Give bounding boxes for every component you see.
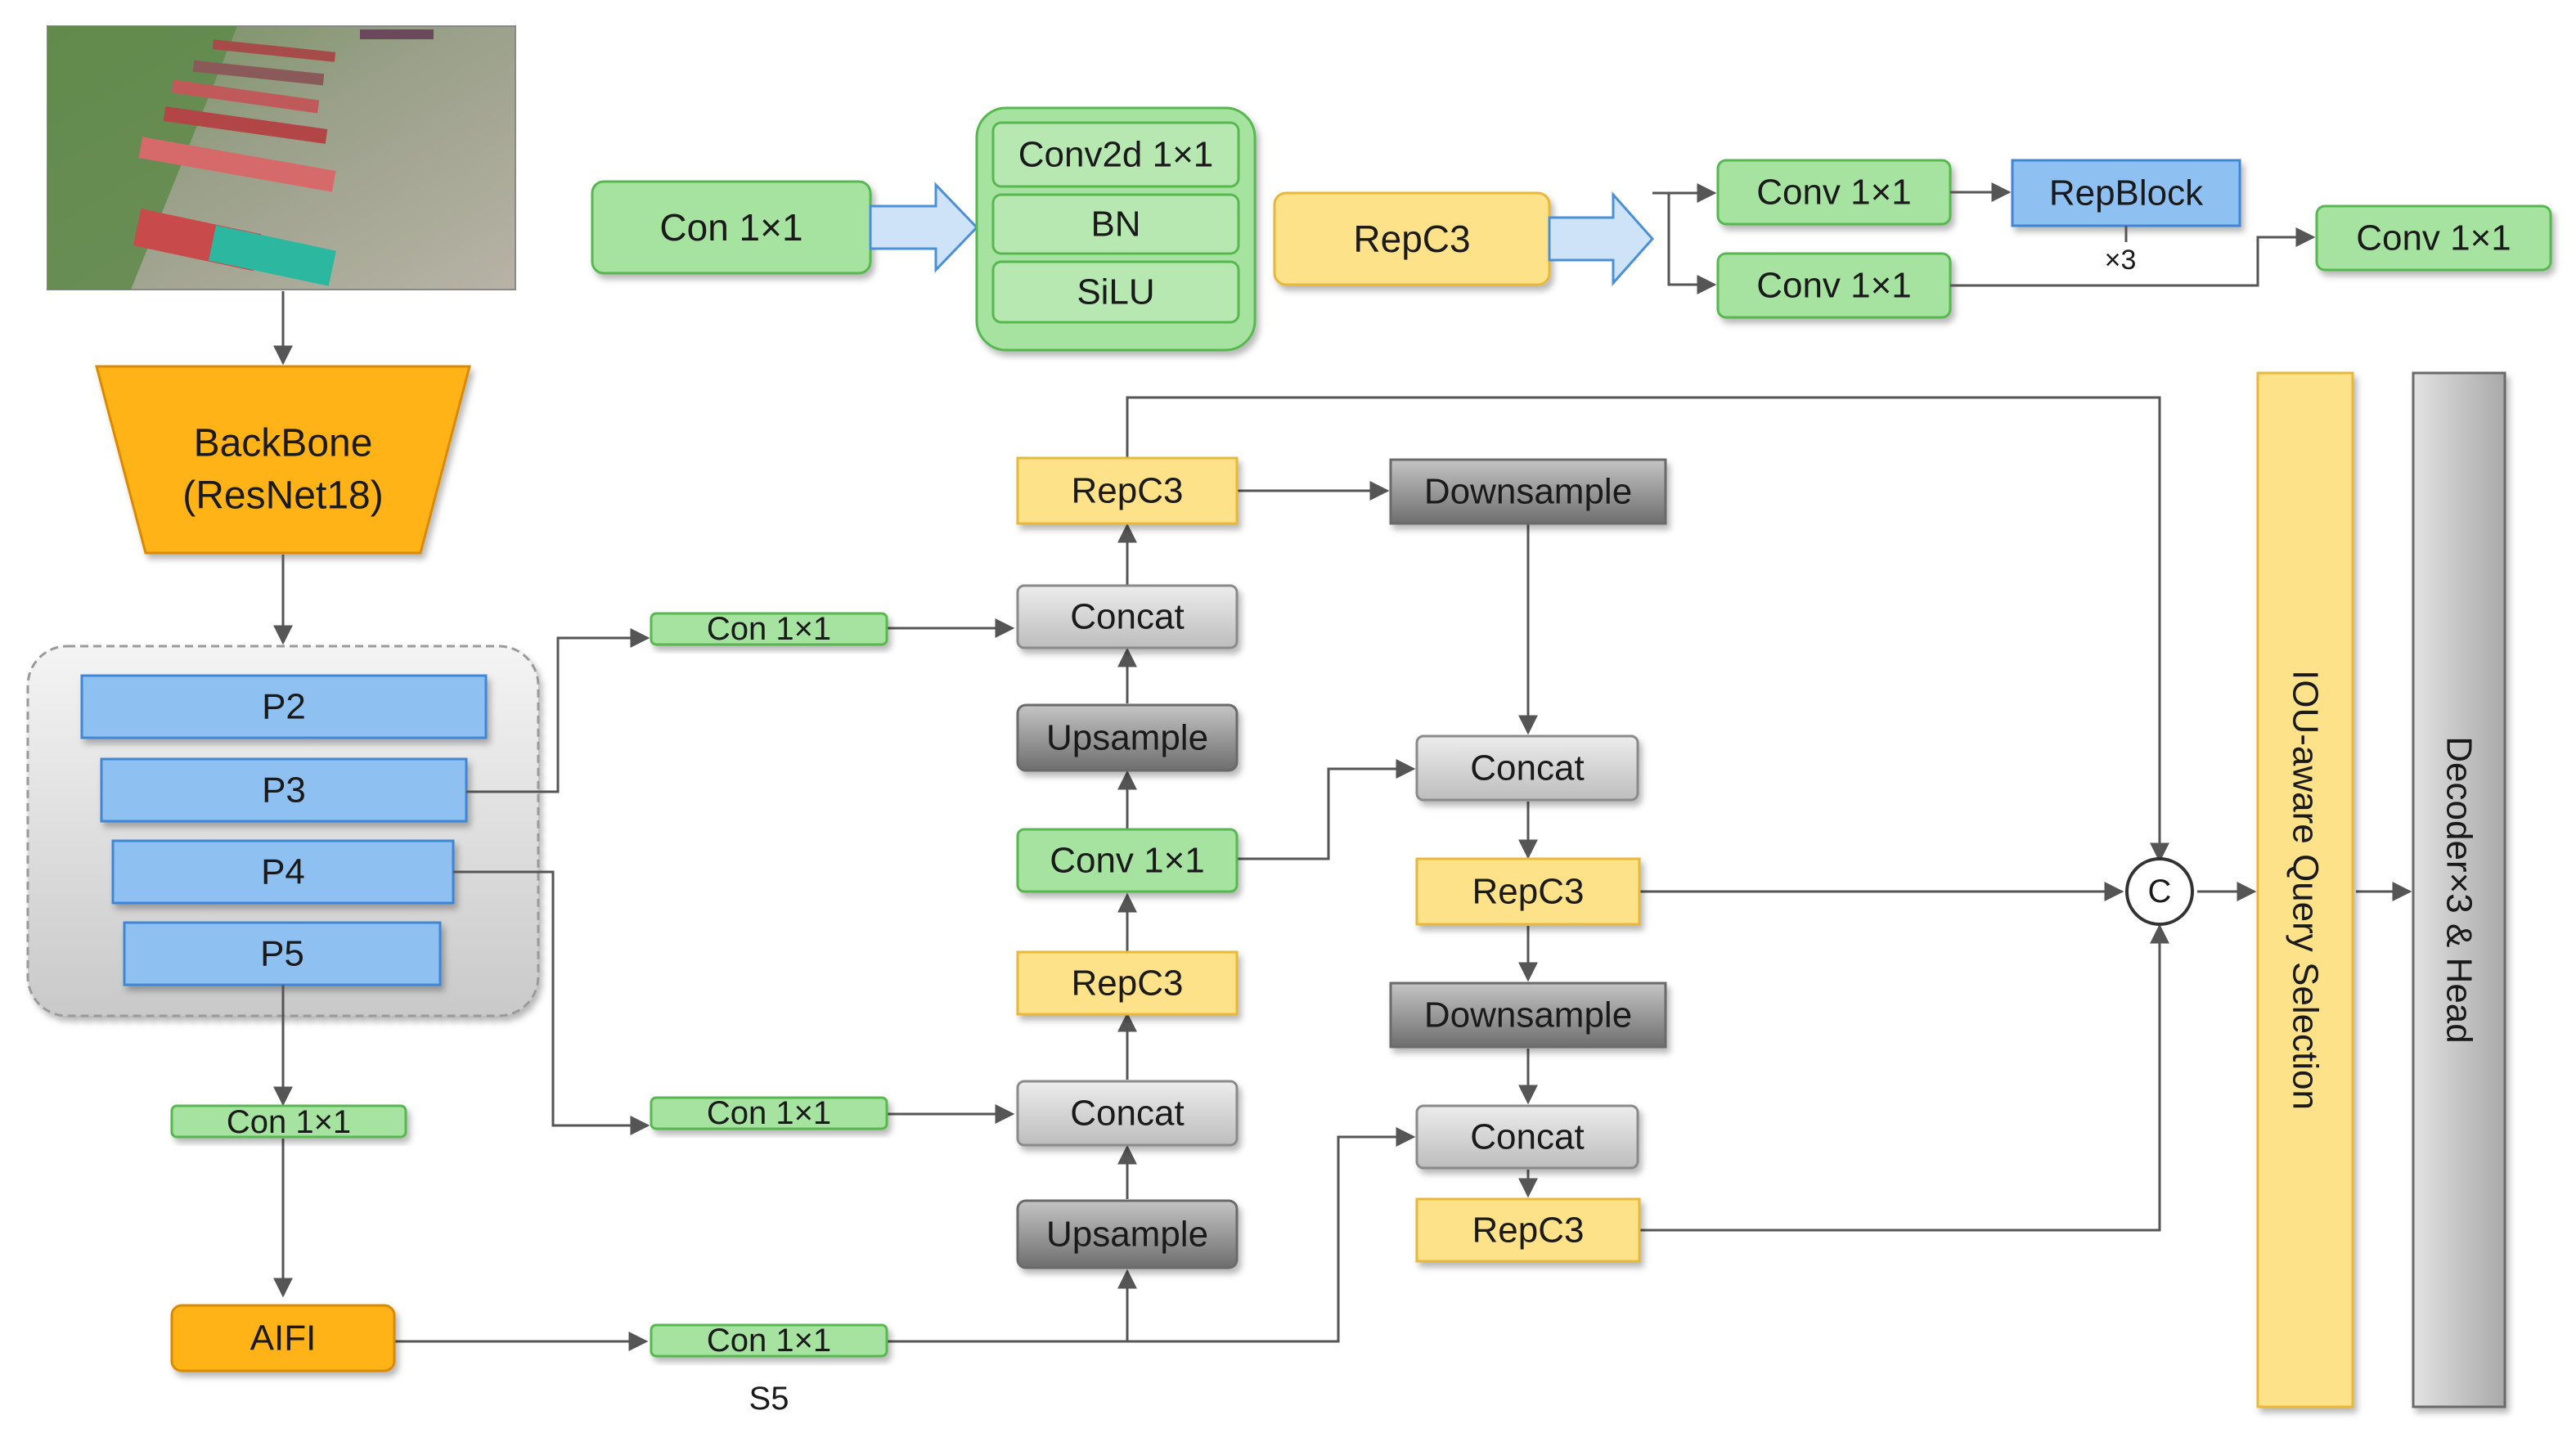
svg-text:RepC3: RepC3 xyxy=(1472,1211,1585,1251)
level-p3: P3 xyxy=(100,757,468,823)
svg-text:Conv 1×1: Conv 1×1 xyxy=(1756,266,1912,306)
con-p5: Con 1×1 xyxy=(170,1104,407,1140)
svg-text:Conv 1×1: Conv 1×1 xyxy=(1756,173,1912,213)
concat-r2: Concat xyxy=(1415,1104,1639,1170)
con-s5: Con 1×1 xyxy=(650,1323,888,1359)
svg-text:RepC3: RepC3 xyxy=(1472,872,1585,912)
svg-text:RepC3: RepC3 xyxy=(1072,964,1184,1004)
svg-text:Con 1×1: Con 1×1 xyxy=(227,1104,351,1140)
svg-text:Conv 1×1: Conv 1×1 xyxy=(1050,841,1205,881)
backbone-title: BackBone xyxy=(194,422,373,465)
svg-text:RepBlock: RepBlock xyxy=(2049,173,2204,213)
svg-text:Decoder×3 & Head: Decoder×3 & Head xyxy=(2439,736,2479,1043)
legend-conv-out: Conv 1×1 xyxy=(2315,204,2552,272)
repc3-r2: RepC3 xyxy=(1415,1197,1641,1263)
svg-text:IOU-aware Query Selection: IOU-aware Query Selection xyxy=(2286,670,2326,1110)
svg-text:Concat: Concat xyxy=(1470,748,1584,788)
level-p4: P4 xyxy=(111,839,455,905)
svg-text:Concat: Concat xyxy=(1070,597,1184,637)
legend-block-arrow-1 xyxy=(869,182,979,273)
svg-text:AIFI: AIFI xyxy=(250,1318,317,1359)
downsample-r: Downsample xyxy=(1389,982,1667,1049)
downsample-top: Downsample xyxy=(1389,458,1667,525)
svg-text:Concat: Concat xyxy=(1070,1094,1184,1134)
svg-text:Conv2d 1×1: Conv2d 1×1 xyxy=(1018,135,1214,175)
concat-r1: Concat xyxy=(1415,734,1639,802)
legend-times3: ×3 xyxy=(2105,245,2137,276)
legend-conv-bn-silu-group: Conv2d 1×1 BN SiLU xyxy=(975,106,1257,352)
svg-text:P3: P3 xyxy=(262,770,306,811)
legend-conv-a: Conv 1×1 xyxy=(1716,159,1952,226)
s5-label: S5 xyxy=(749,1381,789,1417)
level-p2: P2 xyxy=(80,674,488,739)
level-p5: P5 xyxy=(123,921,442,986)
con-p3: Con 1×1 xyxy=(650,611,888,647)
upsample-high: Upsample xyxy=(1016,703,1239,772)
aifi: AIFI xyxy=(170,1304,396,1372)
svg-text:P5: P5 xyxy=(260,934,304,974)
concat-high: Concat xyxy=(1016,584,1239,649)
legend-conv-b: Conv 1×1 xyxy=(1716,252,1952,319)
svg-text:BN: BN xyxy=(1090,204,1140,245)
legend-repblock: RepBlock xyxy=(2011,159,2241,227)
svg-text:Upsample: Upsample xyxy=(1046,1215,1208,1255)
upsample-low: Upsample xyxy=(1016,1199,1239,1269)
repc3-top: RepC3 xyxy=(1016,456,1239,525)
concat-low: Concat xyxy=(1016,1080,1239,1147)
legend-block-arrow-2 xyxy=(1548,191,1655,286)
legend-branch xyxy=(1652,191,1717,294)
svg-text:Con 1×1: Con 1×1 xyxy=(707,1095,831,1131)
backbone-subtitle: (ResNet18) xyxy=(182,474,383,518)
repc3-r1: RepC3 xyxy=(1415,857,1641,926)
svg-text:RepC3: RepC3 xyxy=(1072,471,1184,511)
con-p4: Con 1×1 xyxy=(650,1095,888,1131)
svg-text:P2: P2 xyxy=(262,687,306,727)
svg-text:P4: P4 xyxy=(261,852,305,892)
svg-text:Conv 1×1: Conv 1×1 xyxy=(2356,218,2511,258)
main-wires xyxy=(273,291,2412,1351)
svg-text:Downsample: Downsample xyxy=(1424,472,1632,512)
svg-text:Con 1×1: Con 1×1 xyxy=(707,1323,831,1359)
repc3-mid: RepC3 xyxy=(1016,950,1239,1016)
svg-text:Downsample: Downsample xyxy=(1424,995,1632,1035)
svg-text:SiLU: SiLU xyxy=(1077,272,1154,312)
svg-text:Con 1×1: Con 1×1 xyxy=(659,206,802,249)
svg-text:C: C xyxy=(2148,874,2172,910)
aerial-truck-photo xyxy=(47,25,516,290)
svg-text:Upsample: Upsample xyxy=(1046,718,1208,758)
legend-con: Con 1×1 xyxy=(591,180,872,275)
backbone-shape xyxy=(95,365,471,555)
svg-text:Concat: Concat xyxy=(1470,1117,1584,1157)
conv-mid: Conv 1×1 xyxy=(1016,828,1239,893)
legend-repc3: RepC3 xyxy=(1273,191,1551,286)
concat-circle-node: C xyxy=(2125,857,2194,926)
svg-text:RepC3: RepC3 xyxy=(1353,218,1470,260)
decoder-and-head: Decoder×3 & Head xyxy=(2412,371,2506,1408)
legend-merge xyxy=(1950,227,2316,287)
svg-text:Con 1×1: Con 1×1 xyxy=(707,611,831,647)
iou-aware-query-selection: IOU-aware Query Selection xyxy=(2256,371,2354,1408)
